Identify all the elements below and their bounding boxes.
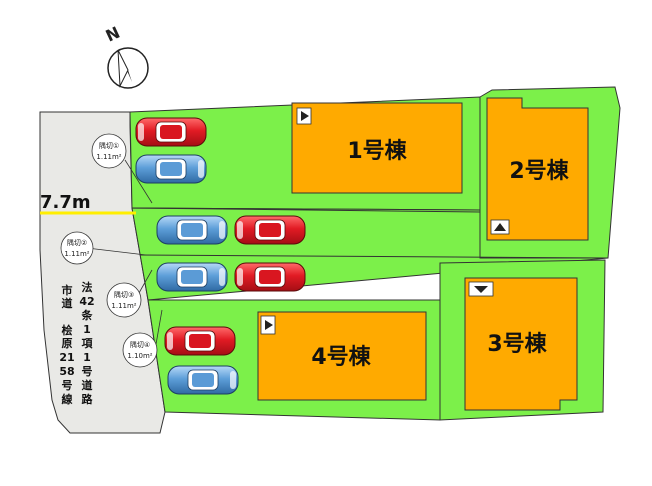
curb-cut-callouts: 隅切① 1.11m² 隅切② 1.11m² 隅切③ 1.11m² 隅切④ 1.1…: [60, 133, 163, 368]
north-arrow-icon: N: [103, 23, 149, 89]
curb-cut-1-area: 1.11m²: [96, 153, 121, 161]
triangle-up-icon: [494, 223, 506, 231]
building-2-label: 2号棟: [509, 158, 569, 184]
road-name-col-2: 法 42 条 1 項 1 号 道 路: [79, 280, 94, 406]
lot-boundaries: [131, 97, 609, 420]
road-width-indicator: 7.7m: [40, 192, 136, 215]
car-blue-icon: [167, 365, 239, 395]
car-red-icon: [234, 215, 306, 245]
building-4: 4号棟: [257, 311, 427, 401]
building-1: 1号棟: [291, 102, 463, 194]
road-name-char: 法: [82, 280, 93, 294]
curb-cut-2-area: 1.11m²: [64, 250, 89, 258]
curb-cut-4-area: 1.10m²: [127, 352, 152, 360]
car-blue-icon: [156, 215, 228, 245]
road-name-char: 項: [82, 337, 94, 350]
triangle-right-icon: [265, 320, 273, 330]
road-name: 市 道 桧 原 21 58 号 線 法 42 条 1 項 1 号 道 路: [59, 280, 94, 406]
road-name-char: 線: [62, 392, 73, 406]
road-name-col-1: 市 道 桧 原 21 58 号 線: [59, 283, 74, 406]
building-3-label: 3号棟: [487, 331, 547, 357]
road-name-char: 条: [81, 308, 94, 322]
road-name-char: 42: [79, 295, 94, 308]
building-4-label: 4号棟: [311, 344, 371, 370]
road-name-char: 道: [62, 296, 73, 310]
curb-cut-1-label: 隅切①: [99, 141, 119, 150]
building-2: 2号棟: [486, 97, 589, 241]
curb-cut-3-area: 1.11m²: [111, 302, 136, 310]
compass-label: N: [103, 23, 123, 46]
road-name-char: 路: [82, 392, 94, 406]
road-name-char: 21: [59, 351, 74, 364]
curb-cut-2-label: 隅切②: [67, 238, 87, 247]
road-name-char: 1: [83, 323, 91, 336]
road-name-char: 市: [62, 283, 73, 297]
curb-cut-4: 隅切④ 1.10m²: [122, 332, 158, 368]
curb-cut-3-label: 隅切③: [114, 290, 134, 299]
triangle-right-icon: [301, 111, 309, 121]
road-name-char: 号: [82, 365, 93, 378]
road-width-label: 7.7m: [40, 192, 91, 213]
road-name-char: 原: [62, 337, 73, 350]
car-red-icon: [234, 262, 306, 292]
road-name-char: 道: [82, 378, 93, 392]
road-name-char: 58: [59, 365, 74, 378]
curb-cut-3: 隅切③ 1.11m²: [106, 282, 142, 318]
building-3: 3号棟: [464, 277, 578, 411]
building-1-label: 1号棟: [347, 138, 407, 164]
curb-cut-4-label: 隅切④: [130, 340, 150, 349]
triangle-down-icon: [474, 286, 488, 293]
curb-cut-2: 隅切② 1.11m²: [60, 231, 94, 265]
road-name-char: 1: [83, 351, 91, 364]
road-name-char: 桧: [62, 323, 73, 337]
car-blue-icon: [156, 262, 228, 292]
road-name-char: 号: [62, 379, 73, 392]
car-red-icon: [164, 326, 236, 356]
car-red-icon: [135, 117, 207, 147]
car-blue-icon: [135, 154, 207, 184]
curb-cut-1: 隅切① 1.11m²: [91, 133, 127, 169]
